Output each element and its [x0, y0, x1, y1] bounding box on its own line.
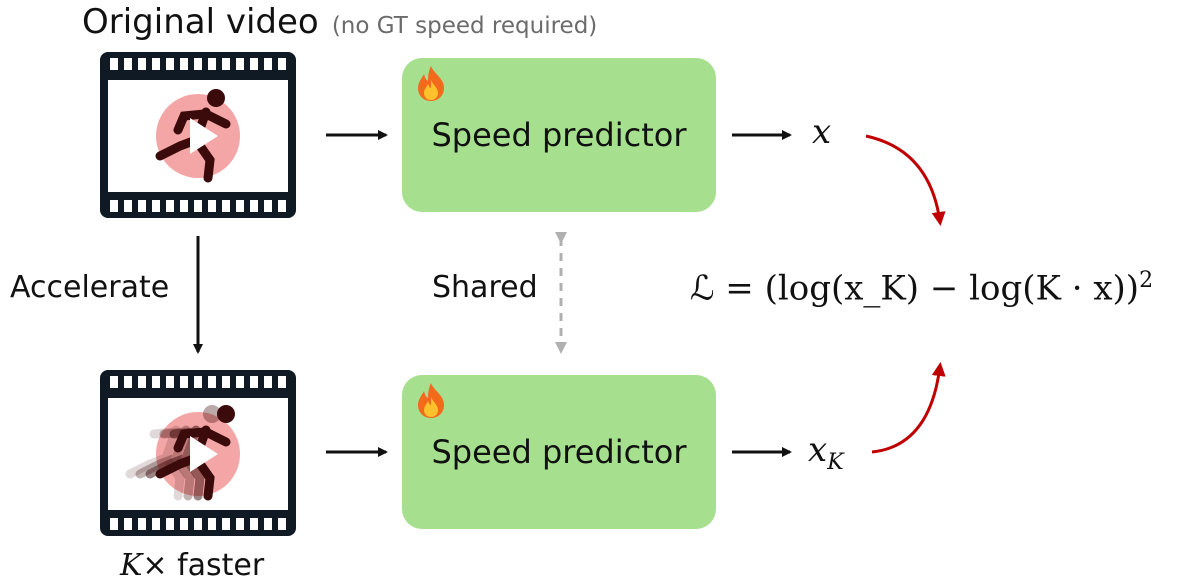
speed-predictor-top-label: Speed predictor: [431, 116, 687, 154]
loss-arrow-bottom: [871, 362, 946, 454]
play-icon: [190, 436, 218, 472]
title-main: Original video: [82, 2, 319, 42]
faster-label: K× faster: [120, 548, 264, 583]
film-strip-icon: [100, 370, 296, 536]
speed-predictor-bottom-label: Speed predictor: [431, 433, 687, 471]
flame-icon: [418, 66, 444, 101]
speed-predictor-top: Speed predictor: [402, 58, 716, 212]
output-x: x: [812, 112, 832, 152]
faster-rest: × faster: [142, 548, 265, 583]
output-x-k: xK: [808, 430, 844, 475]
play-icon: [190, 118, 218, 154]
accelerate-label: Accelerate: [10, 270, 170, 305]
loss-text: ℒ = (log(x_K) − log(K · x)): [690, 268, 1140, 309]
speed-predictor-bottom: Speed predictor: [402, 375, 716, 529]
flame-icon: [418, 383, 444, 418]
output-x-k-base: x: [808, 430, 828, 470]
faster-k: K: [120, 548, 143, 583]
film-strip-icon: [100, 52, 296, 218]
shared-label: Shared: [432, 270, 538, 305]
title-sub: (no GT speed required): [331, 13, 598, 39]
title: Original video (no GT speed required): [82, 2, 597, 42]
loss-arrow-top: [865, 134, 946, 226]
loss-exponent: 2: [1139, 268, 1154, 293]
loss-equation: ℒ = (log(x_K) − log(K · x))2: [690, 268, 1153, 308]
output-x-k-sub: K: [827, 449, 844, 475]
